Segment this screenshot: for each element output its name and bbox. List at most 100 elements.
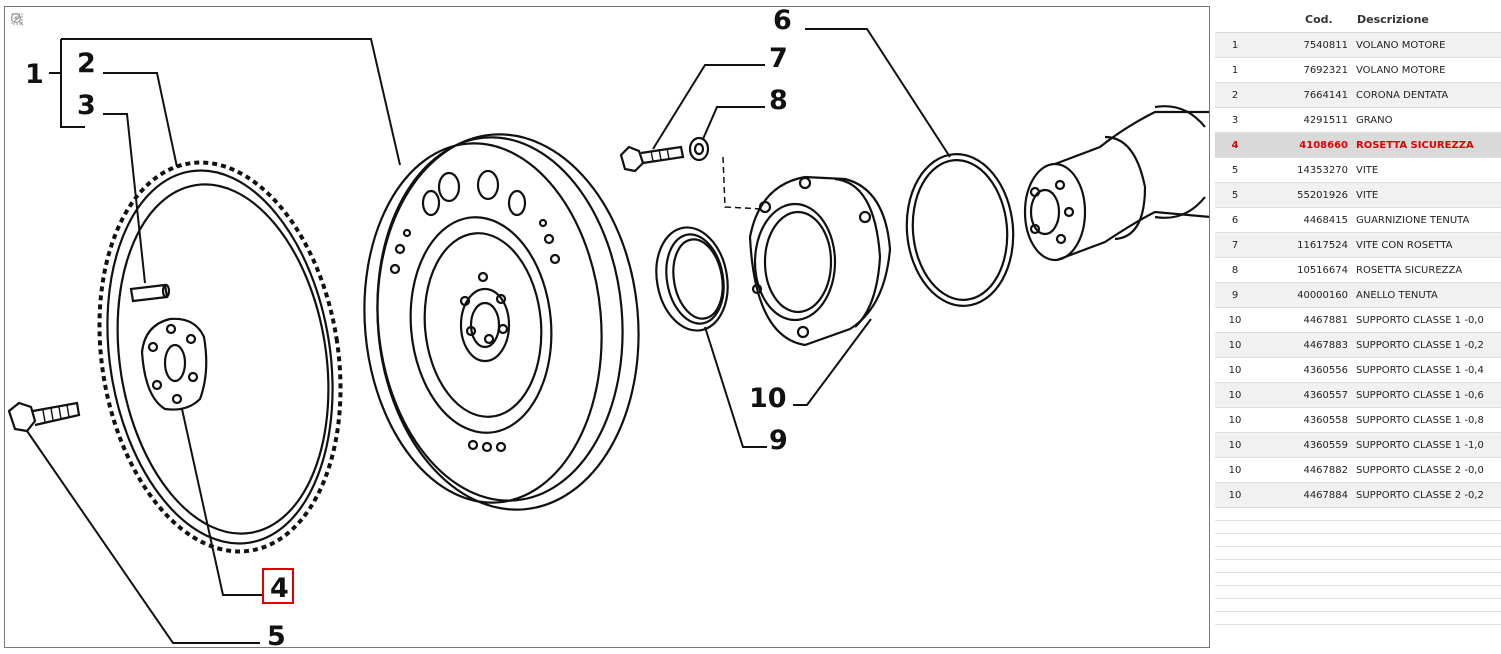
row-code: 4360559 [1255,432,1356,458]
row-code: 4467884 [1255,482,1356,508]
gasket-part[interactable] [901,150,1020,311]
row-desc: GRANO [1356,107,1501,133]
row-num: 10 [1215,332,1255,358]
row-code: 4467881 [1255,307,1356,333]
row-desc: VITE CON ROSETTA [1356,232,1501,258]
row-num: 7 [1215,232,1255,258]
callout-6[interactable]: 6 [773,7,792,36]
row-desc: SUPPORTO CLASSE 1 -0,8 [1356,407,1501,433]
row-code: 4467883 [1255,332,1356,358]
row-num: 10 [1215,407,1255,433]
row-code: 7664141 [1255,82,1356,108]
row-num: 1 [1215,57,1255,83]
leader-lines [26,28,951,644]
safety-washer-part[interactable] [688,136,710,162]
row-desc: SUPPORTO CLASSE 1 -0,4 [1356,357,1501,383]
row-num: 10 [1215,307,1255,333]
row-code: 4467882 [1255,457,1356,483]
row-code: 40000160 [1255,282,1356,308]
row-code: 4360558 [1255,407,1356,433]
row-num: 3 [1215,107,1255,133]
zoom-toolbar [10,12,24,63]
row-num: 10 [1215,432,1255,458]
ring-gear-part[interactable] [73,145,367,569]
exploded-parts-diagram[interactable]: 1 2 3 4 5 6 7 8 9 10 [4,6,1210,648]
flywheel-part[interactable] [350,123,654,520]
diagram-drawing: 1 2 3 4 5 6 7 8 9 10 [7,7,1209,648]
row-num: 5 [1215,182,1255,208]
row-code: 4108660 [1255,132,1356,158]
callout-7[interactable]: 7 [769,43,788,74]
row-desc: SUPPORTO CLASSE 2 -0,0 [1356,457,1501,483]
row-num: 2 [1215,82,1255,108]
row-num: 10 [1215,457,1255,483]
support-housing-part[interactable] [722,156,892,347]
row-code: 14353270 [1255,157,1356,183]
row-num: 1 [1215,32,1255,58]
header-desc[interactable]: Descrizione [1356,6,1501,33]
row-code: 10516674 [1255,257,1356,283]
row-desc: VITE [1356,182,1501,208]
row-desc: SUPPORTO CLASSE 2 -0,2 [1356,482,1501,508]
callout-2[interactable]: 2 [77,48,96,79]
crankshaft-part [1023,105,1209,262]
row-desc: VOLANO MOTORE [1356,32,1501,58]
row-code: 55201926 [1255,182,1356,208]
table-header: Cod. Descrizione [1215,6,1501,33]
row-code: 11617524 [1255,232,1356,258]
callout-4-highlight [262,568,294,604]
row-num: 10 [1215,482,1255,508]
row-code: 4291511 [1255,107,1356,133]
callout-9[interactable]: 9 [769,425,788,456]
callout-8[interactable]: 8 [769,85,788,116]
callout-1[interactable]: 1 [25,59,44,90]
seal-ring-part[interactable] [649,222,736,337]
row-code: 7692321 [1255,57,1356,83]
dowel-pin-part[interactable] [129,283,171,303]
zoom-in-icon[interactable] [10,13,24,43]
callout-5[interactable]: 5 [267,621,286,648]
row-desc: SUPPORTO CLASSE 1 -0,6 [1356,382,1501,408]
bolt-part[interactable] [7,401,81,433]
header-code[interactable]: Cod. [1255,6,1356,33]
header-num[interactable] [1215,6,1255,33]
row-num: 8 [1215,257,1255,283]
row-code: 7540811 [1255,32,1356,58]
row-num: 9 [1215,282,1255,308]
lock-washer-part[interactable] [140,317,208,411]
row-desc: GUARNIZIONE TENUTA [1356,207,1501,233]
row-num: 6 [1215,207,1255,233]
row-desc: VITE [1356,157,1501,183]
zoom-out-icon[interactable] [10,13,24,60]
row-desc: ROSETTA SICUREZZA [1356,257,1501,283]
callout-3[interactable]: 3 [77,90,96,121]
row-desc: ANELLO TENUTA [1356,282,1501,308]
callout-4[interactable]: 4 [270,573,289,604]
callout-10[interactable]: 10 [749,383,787,414]
row-desc: SUPPORTO CLASSE 1 -0,2 [1356,332,1501,358]
row-desc: VOLANO MOTORE [1356,57,1501,83]
row-num: 10 [1215,357,1255,383]
bolt-with-washer-part[interactable] [619,145,685,173]
